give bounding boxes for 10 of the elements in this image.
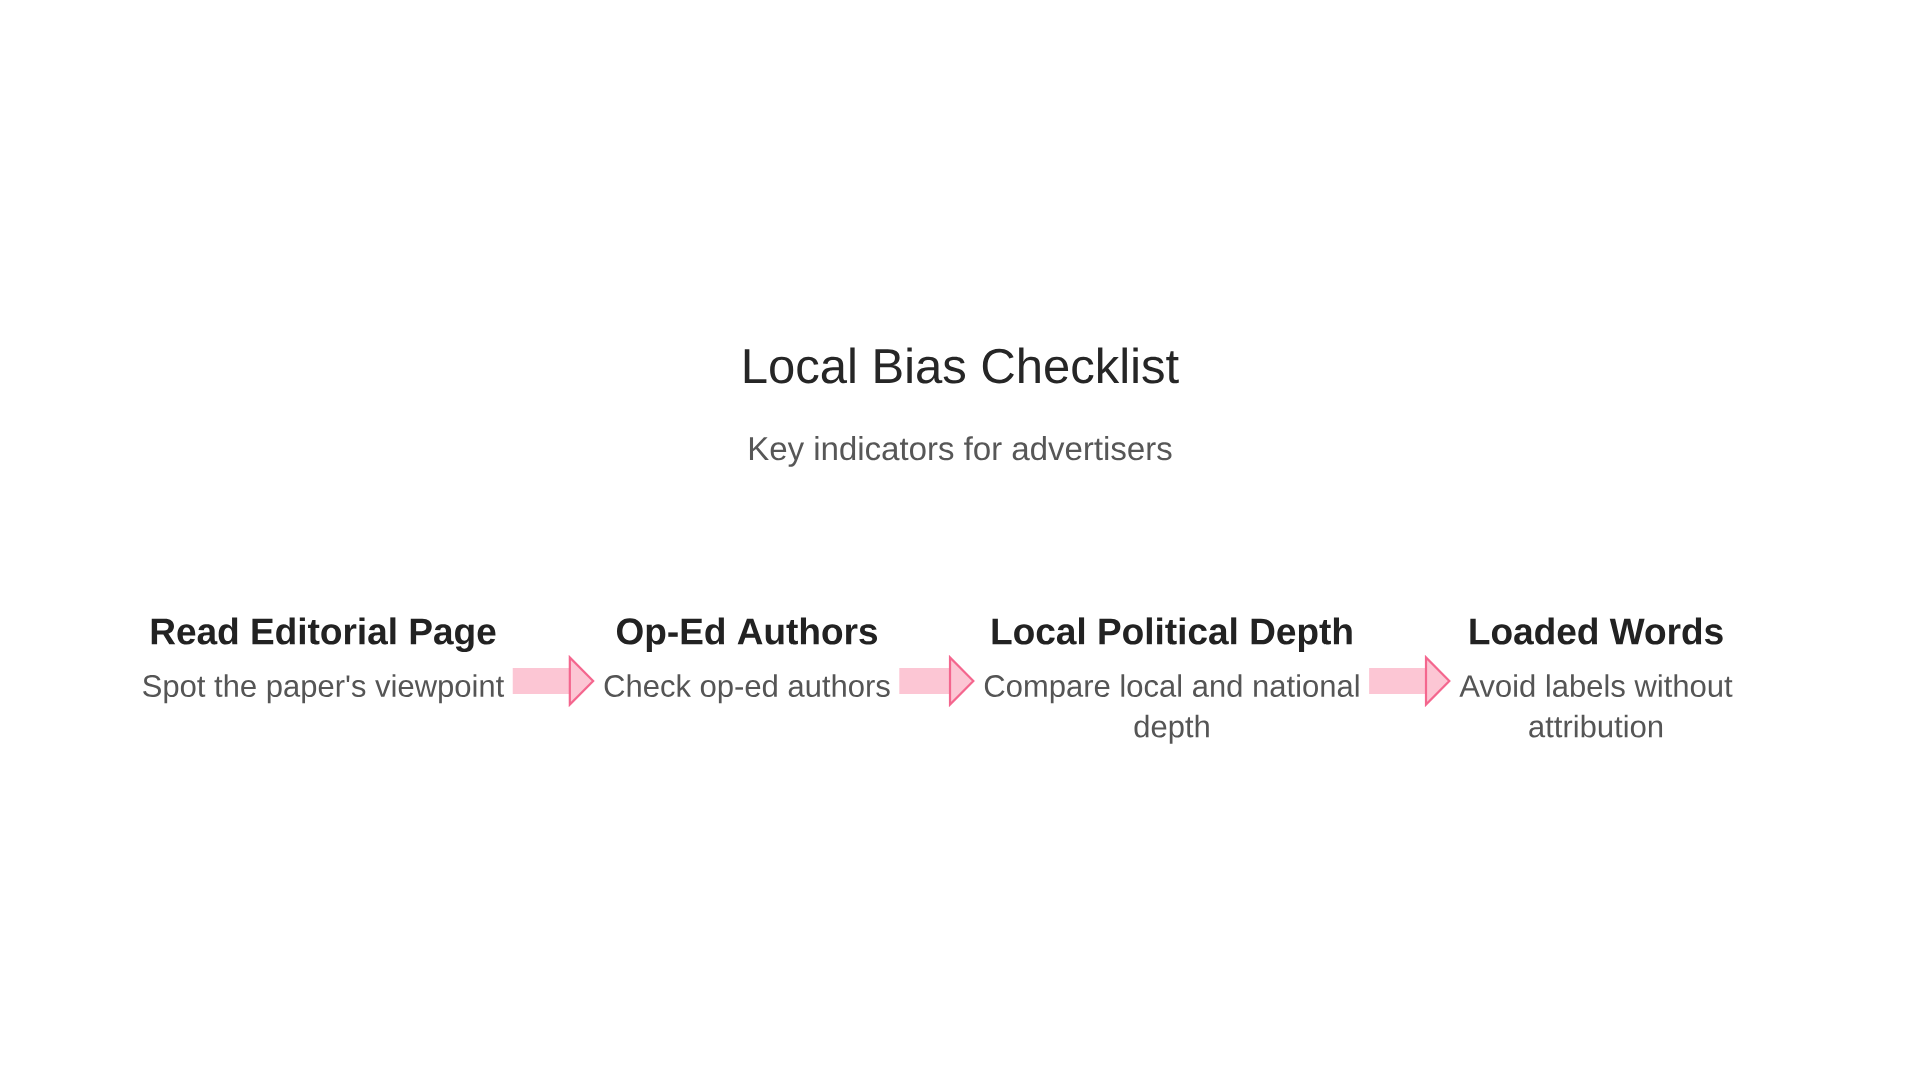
step-title: Read Editorial Page [151,617,496,653]
step-title: Loaded Words [1470,617,1723,645]
subtitle: Key indicators for advertisers [749,436,1172,467]
step-title: Local Political Depth [992,617,1352,652]
step-description: Compare local and national depth [984,674,1359,744]
step-description: Avoid labels without attribution [1459,674,1733,738]
step-title: Op-Ed Authors [617,617,878,652]
step-description: Spot the paper's viewpoint [143,674,504,704]
title: Local Bias Checklist [744,347,1179,384]
step-description: Check op-ed authors [604,674,890,704]
